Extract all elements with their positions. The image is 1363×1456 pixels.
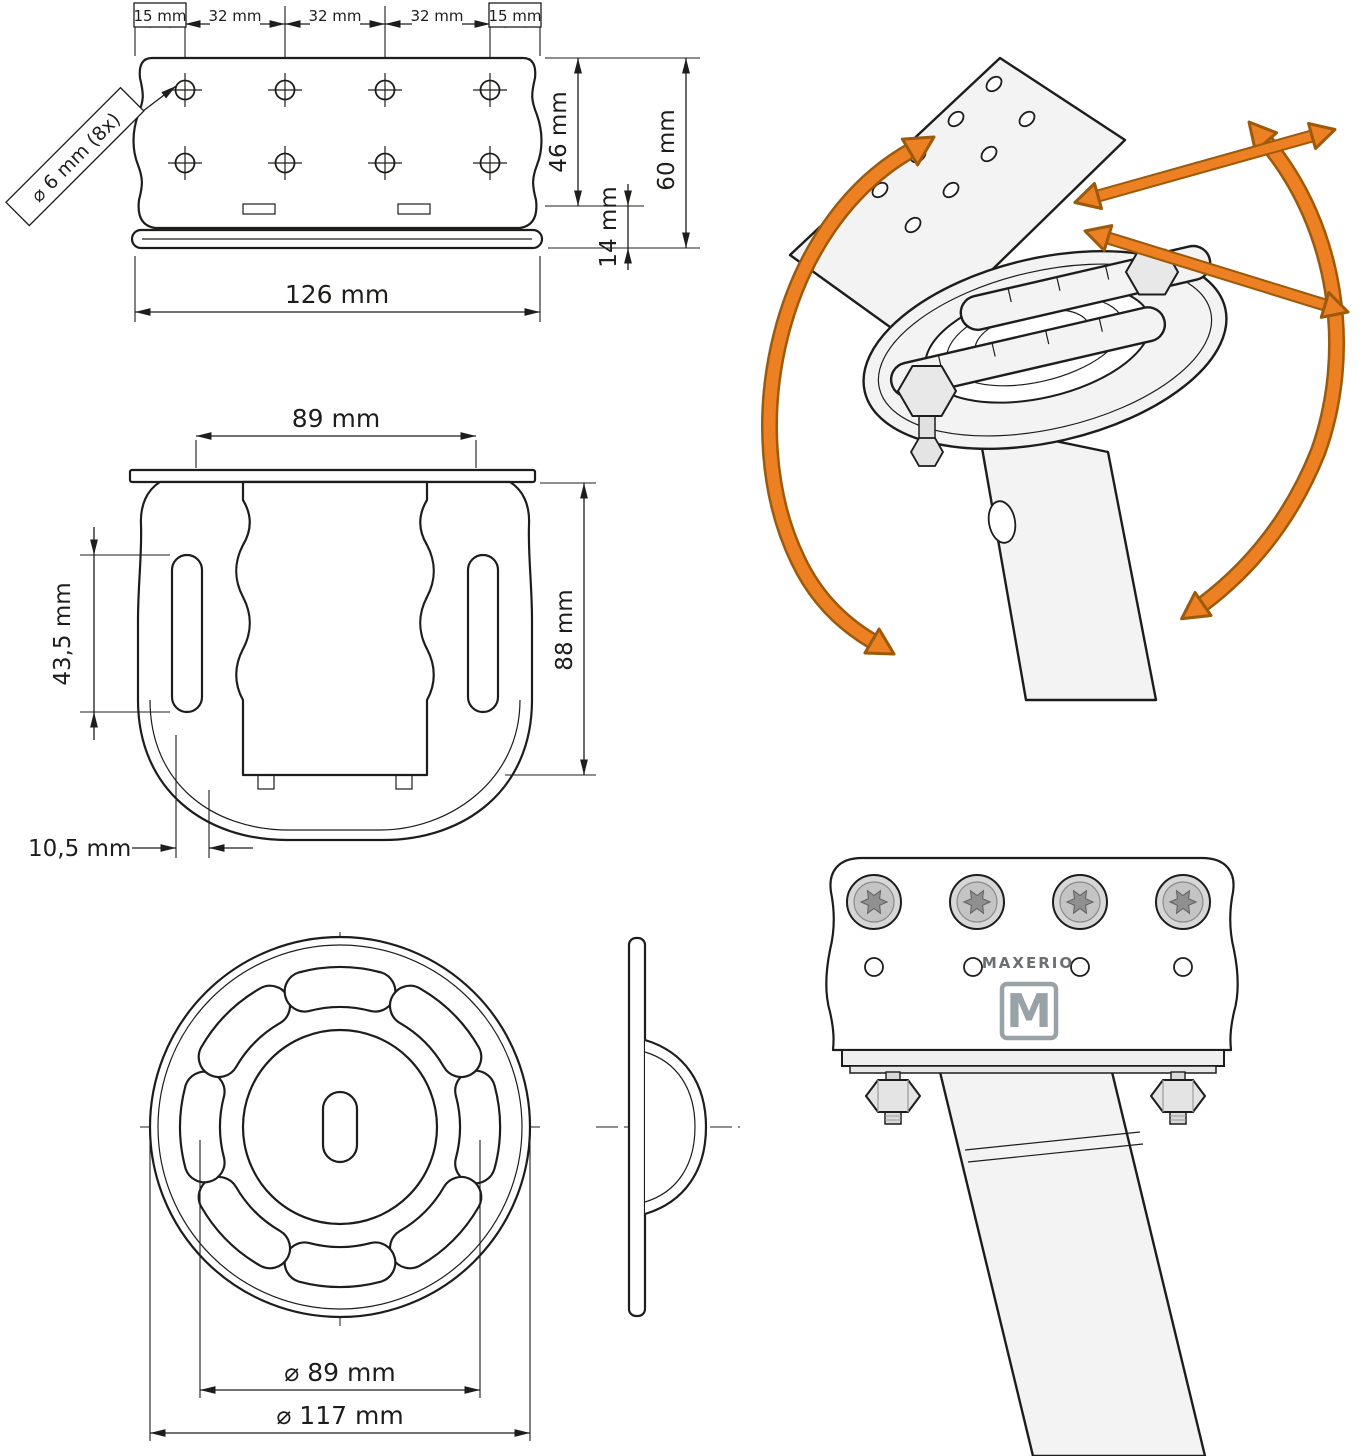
plate-edge — [627, 936, 647, 1318]
wall-plate-holes — [871, 75, 1036, 234]
label-bg — [310, 5, 360, 26]
front-plate-holes — [864, 957, 1193, 977]
tab-notch — [242, 203, 276, 215]
hex-bolt-left — [897, 365, 957, 417]
side-profile-view — [596, 936, 740, 1318]
swivel-base-rim — [877, 263, 1213, 437]
arrowhead — [1083, 224, 1114, 252]
label-bg — [412, 5, 462, 26]
arrowhead — [1180, 591, 1213, 621]
front-plate — [825, 856, 1239, 1052]
brand-name: MAXERIO — [982, 954, 1074, 972]
dim-label-10-5: 10,5 mm — [28, 836, 131, 862]
dim-label-60: 60 mm — [654, 109, 680, 190]
hole-callout-label: ⌀ 6 mm (8x) — [27, 109, 125, 207]
torx-screw-icon — [1155, 874, 1211, 930]
dim-label-126: 126 mm — [285, 280, 389, 309]
base-plate — [841, 1049, 1225, 1067]
hex-nut-icon — [1150, 1071, 1206, 1125]
base-plate-lip — [849, 1065, 1217, 1074]
dim-label-43-5: 43,5 mm — [50, 582, 76, 685]
dim-label-pitch-4: 32 mm — [410, 7, 463, 25]
brand-logo-letter: M — [1006, 984, 1052, 1038]
top-view: 15 mm 32 mm 32 mm 32 mm 15 mm ⌀ 6 mm (8x… — [5, 2, 700, 322]
dim-label-d117: ⌀ 117 mm — [276, 1401, 403, 1430]
torx-screw-icon — [846, 874, 902, 930]
dome-profile — [644, 1038, 708, 1216]
front-view: 89 mm 43,5 mm 88 mm 10,5 mm — [28, 404, 596, 862]
label-bg — [210, 5, 260, 26]
arrowhead — [1307, 122, 1337, 150]
dim-label-14: 14 mm — [596, 186, 622, 267]
arrowhead — [1247, 120, 1279, 153]
plate-holes — [168, 73, 507, 180]
arrowhead — [1319, 291, 1350, 319]
dim-label-89: 89 mm — [292, 404, 380, 433]
dim-label-box — [133, 2, 187, 28]
dim-label-88: 88 mm — [552, 589, 578, 670]
bracket-back-panel — [235, 480, 435, 777]
dim-label-46: 46 mm — [546, 91, 572, 172]
isometric-view — [761, 56, 1350, 702]
pole-hole — [987, 500, 1017, 544]
kidney-slots — [178, 965, 502, 1289]
pole — [976, 423, 1158, 702]
dim-label-pitch-1: 15 mm — [133, 7, 186, 25]
torx-screw-icon — [1052, 874, 1108, 930]
plate-outline — [132, 56, 543, 230]
arrowhead — [1073, 182, 1103, 210]
arrowhead — [863, 627, 896, 656]
panel-foot — [395, 774, 413, 790]
brand-logo-box — [999, 981, 1059, 1041]
arrowhead — [900, 135, 936, 167]
wall-plate — [788, 56, 1127, 347]
panel-foot — [257, 774, 275, 790]
lock-nut — [909, 437, 945, 467]
plate-rim-circle — [157, 944, 523, 1310]
torx-screw-icon — [949, 874, 1005, 930]
bracket-flange — [128, 468, 537, 484]
rotation-arrows — [761, 120, 1350, 656]
round-plate-view: ⌀ 89 mm ⌀ 117 mm — [140, 932, 540, 1441]
dim-label-pitch-5: 15 mm — [488, 7, 541, 25]
dim-label-d89: ⌀ 89 mm — [284, 1358, 395, 1387]
dim-label-pitch-3: 32 mm — [308, 7, 361, 25]
pole-seam — [964, 1131, 1141, 1151]
bolt-shank — [918, 413, 936, 441]
hex-nut-icon — [865, 1071, 921, 1125]
tab-notch — [397, 203, 431, 215]
slot-left — [170, 553, 204, 714]
hole-callout: ⌀ 6 mm (8x) — [5, 86, 145, 227]
pole-seam — [967, 1143, 1144, 1163]
product-view: MAXERIO M — [825, 856, 1239, 1456]
mast-pole — [938, 1070, 1207, 1456]
dome-profile-inner — [644, 1051, 696, 1203]
clamp-bar-lower — [889, 306, 1167, 398]
dim-label-pitch-2: 32 mm — [208, 7, 261, 25]
bracket-inner-edge — [149, 699, 521, 831]
slot-right — [466, 553, 500, 714]
dim-label-box — [488, 2, 542, 28]
center-slot — [321, 1090, 359, 1164]
